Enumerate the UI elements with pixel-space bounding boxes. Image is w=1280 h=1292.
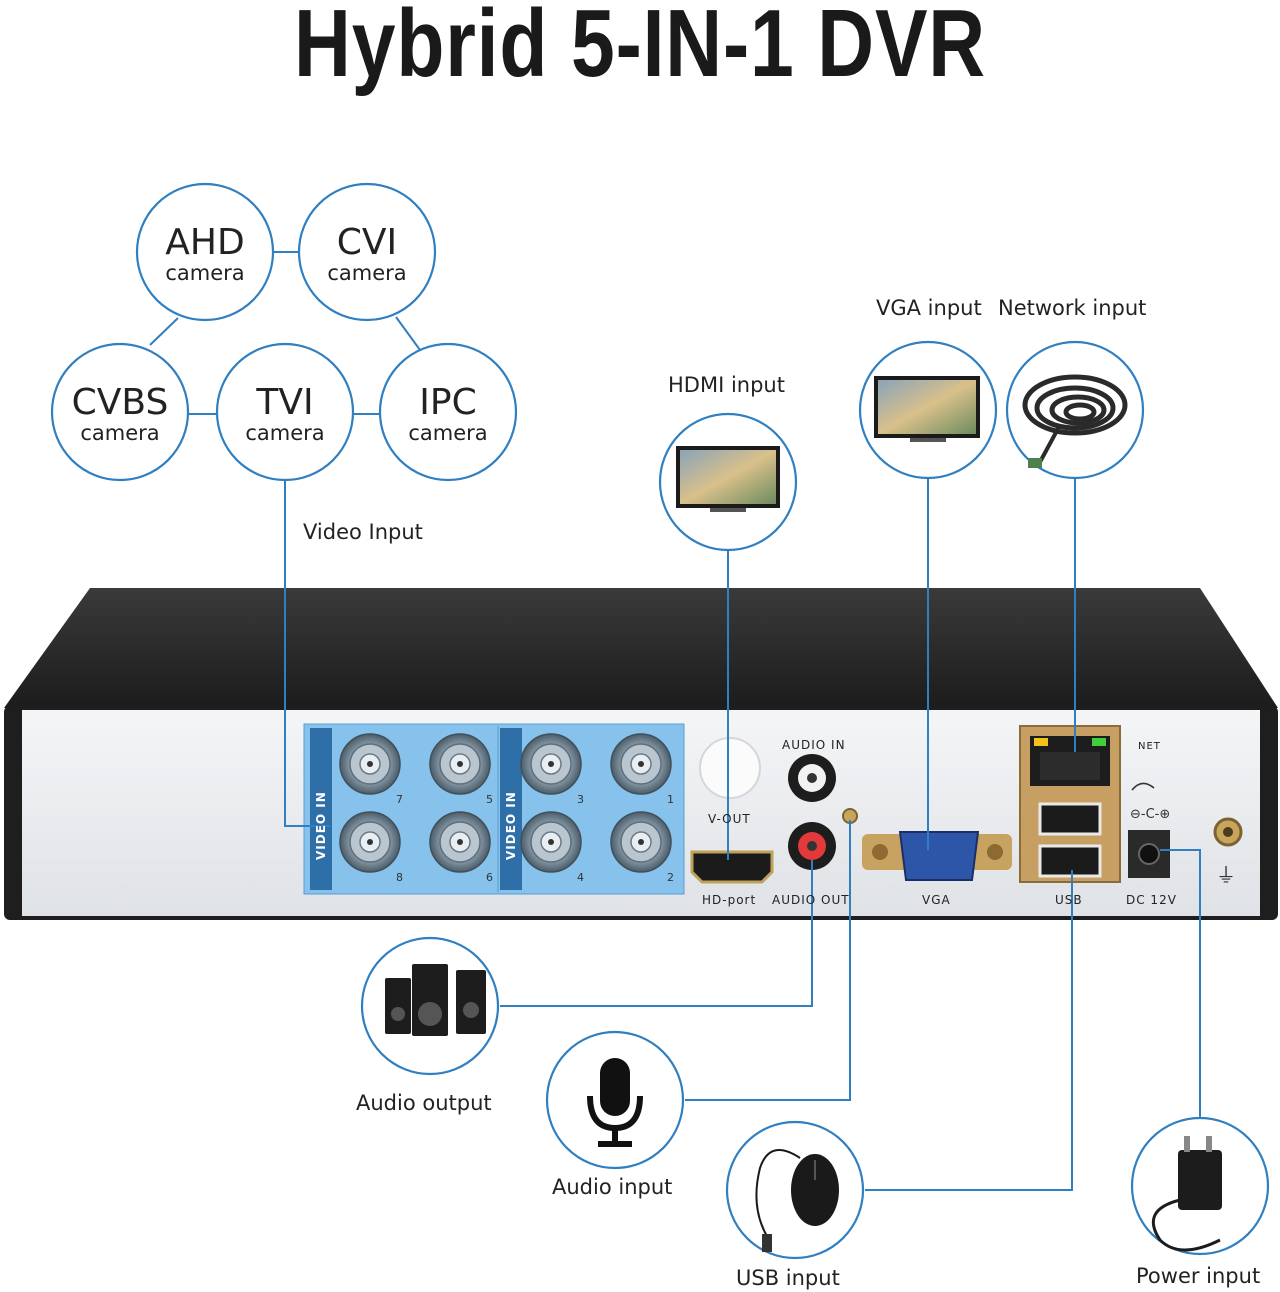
connection-lines <box>284 478 1201 1191</box>
audio-in-port <box>788 754 836 802</box>
camera-ipc-sub: camera <box>408 421 488 445</box>
video-in-label-2: VIDEO IN <box>504 791 518 860</box>
power-adapter-icon <box>1151 1136 1222 1252</box>
camera-tvi-sub: camera <box>245 421 325 445</box>
camera-cvbs: CVBS camera <box>52 382 188 445</box>
network-input-label: Network input <box>998 296 1147 320</box>
bnc-connector <box>520 811 582 873</box>
vga-port <box>862 831 1012 881</box>
bnc-number: 5 <box>486 793 493 806</box>
camera-cvi-sub: camera <box>327 261 407 285</box>
microphone-icon <box>587 1058 643 1147</box>
audio-output-label: Audio output <box>356 1091 492 1115</box>
audio-in-port-label: AUDIO IN <box>782 738 846 752</box>
dc-port-label: DC 12V <box>1126 893 1177 907</box>
bnc-connector <box>339 811 401 873</box>
video-input-label: Video Input <box>303 520 423 544</box>
svg-text:⊖-C-⊕: ⊖-C-⊕ <box>1130 807 1170 822</box>
usb-input-label: USB input <box>736 1266 840 1290</box>
usb-port-label: USB <box>1055 893 1083 907</box>
camera-cvbs-sub: camera <box>80 421 160 445</box>
tv-screen-icon <box>676 446 780 512</box>
camera-ipc-name: IPC <box>419 382 477 423</box>
camera-cvi: CVI camera <box>299 222 435 285</box>
v-out-label: V-OUT <box>708 812 751 826</box>
audio-out-port <box>788 822 836 870</box>
bnc-number: 2 <box>667 871 674 884</box>
bnc-number: 6 <box>486 871 493 884</box>
bnc-connector <box>339 733 401 795</box>
camera-tvi: TVI camera <box>217 382 353 445</box>
bnc-connector <box>610 733 672 795</box>
camera-ahd: AHD camera <box>137 222 273 285</box>
bnc-number: 4 <box>577 871 584 884</box>
bnc-connector <box>429 733 491 795</box>
speakers-icon <box>385 964 486 1036</box>
ahd-circle <box>135 182 275 322</box>
audio-input-label: Audio input <box>552 1175 673 1199</box>
bnc-number: 3 <box>577 793 584 806</box>
camera-ahd-name: AHD <box>165 222 245 263</box>
camera-cvi-name: CVI <box>336 222 398 263</box>
bnc-number: 8 <box>396 871 403 884</box>
hd-port-label: HD-port <box>702 893 757 907</box>
camera-links <box>149 251 421 415</box>
bnc-connector <box>429 811 491 873</box>
cvbs-circle <box>50 342 190 482</box>
v-out-port <box>699 737 761 799</box>
camera-ipc: IPC camera <box>380 382 516 445</box>
bnc-connector <box>520 733 582 795</box>
bnc-number: 1 <box>667 793 674 806</box>
audio-out-port-label: AUDIO OUT <box>772 893 850 907</box>
power-input-label: Power input <box>1136 1264 1261 1288</box>
camera-circles <box>50 182 518 482</box>
hdmi-port <box>690 850 774 884</box>
bnc-connectors <box>339 733 672 873</box>
bnc-connector <box>610 811 672 873</box>
camera-ahd-sub: camera <box>165 261 245 285</box>
network-circle <box>1005 340 1145 480</box>
vga-input-label: VGA input <box>876 296 982 320</box>
camera-cvbs-name: CVBS <box>71 382 169 423</box>
page-title: Hybrid 5-IN-1 DVR <box>294 0 986 97</box>
camera-tvi-name: TVI <box>256 382 314 423</box>
vga-port-label: VGA <box>922 893 951 907</box>
mouse-icon <box>755 1149 839 1252</box>
video-in-label-1: VIDEO IN <box>314 791 328 860</box>
hdmi-input-label: HDMI input <box>668 373 785 397</box>
tv-screen-icon <box>874 376 980 442</box>
network-cable-icon <box>1022 374 1128 468</box>
net-usb-block <box>1019 725 1121 883</box>
bnc-number: 7 <box>396 793 403 806</box>
svg-text:⏚: ⏚ <box>1216 863 1236 887</box>
ipc-circle <box>378 342 518 482</box>
net-port-label: NET <box>1138 741 1161 752</box>
dc-power-port: ⊖-C-⊕ <box>1128 782 1170 878</box>
ground-icon: ⏚ <box>1213 817 1243 887</box>
cvi-circle <box>297 182 437 322</box>
